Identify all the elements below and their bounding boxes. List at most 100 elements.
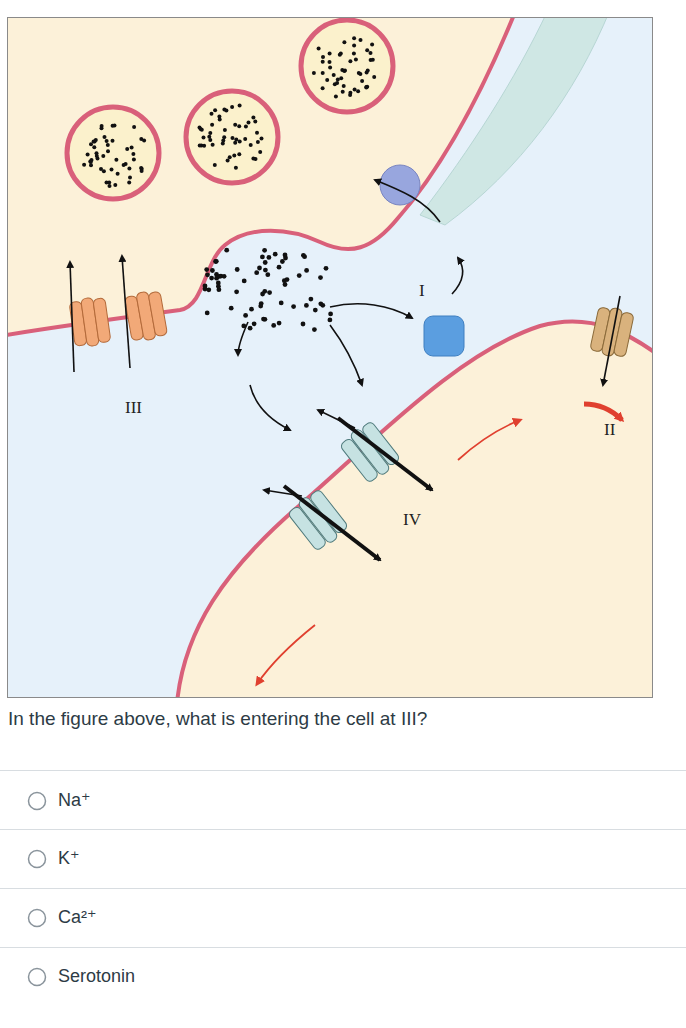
transmitter-dot xyxy=(356,89,360,93)
transmitter-dot xyxy=(224,248,229,253)
transmitter-dot xyxy=(238,103,242,107)
transmitter-dot xyxy=(218,118,222,122)
transmitter-dot xyxy=(318,275,323,280)
transmitter-dot xyxy=(348,91,352,95)
transmitter-dot xyxy=(309,297,314,302)
transmitter-dot xyxy=(320,303,325,308)
transmitter-dot xyxy=(335,81,339,85)
transmitter-dot xyxy=(364,85,368,89)
transmitter-dot xyxy=(262,248,267,253)
transmitter-dot xyxy=(223,128,227,132)
transmitter-dot xyxy=(267,290,272,295)
transmitter-dot xyxy=(280,259,285,264)
transmitter-dot xyxy=(127,167,131,171)
transmitter-dot xyxy=(365,48,369,52)
transmitter-dot xyxy=(328,318,333,323)
transmitter-dot xyxy=(341,90,345,94)
transmitter-dot xyxy=(221,138,225,142)
transmitter-dot xyxy=(222,274,227,279)
transmitter-dot xyxy=(352,51,356,55)
transmitter-dot xyxy=(131,152,135,156)
transmitter-dot xyxy=(203,284,208,289)
transmitter-dot xyxy=(233,123,237,127)
transmitter-dot xyxy=(321,71,325,75)
transmitter-dot xyxy=(125,147,129,151)
transmitter-dot xyxy=(214,259,219,264)
transmitter-dot xyxy=(132,157,136,161)
transmitter-dot xyxy=(237,152,241,156)
answer-option: Na⁺ xyxy=(58,790,91,812)
transmitter-dot xyxy=(339,76,343,80)
transmitter-dot xyxy=(213,259,218,264)
transmitter-dot xyxy=(324,266,329,271)
transmitter-dot xyxy=(128,176,132,180)
transmitter-dot xyxy=(230,105,234,109)
transmitter-dot xyxy=(130,146,134,150)
transmitter-dot xyxy=(263,260,268,265)
transmitter-dot xyxy=(242,279,247,284)
transmitter-dot xyxy=(210,112,214,116)
transmitter-dot xyxy=(228,155,232,159)
transmitter-dot xyxy=(116,172,120,176)
roman-numeral: II xyxy=(604,420,615,440)
transmitter-dot xyxy=(328,60,332,64)
transmitter-dot xyxy=(267,255,272,260)
transmitter-dot xyxy=(297,273,302,278)
transmitter-dot xyxy=(238,139,242,143)
transmitter-dot xyxy=(302,254,307,259)
transmitter-dot xyxy=(101,154,105,158)
transmitter-dot xyxy=(248,326,253,331)
transmitter-dot xyxy=(211,143,215,147)
transmitter-dot xyxy=(114,158,118,162)
transmitter-dot xyxy=(372,75,376,79)
transmitter-dot xyxy=(271,323,276,328)
transmitter-dot xyxy=(202,135,206,139)
transmitter-dot xyxy=(260,292,265,297)
transmitter-dot xyxy=(217,274,222,279)
transmitter-dot xyxy=(312,327,317,332)
transmitter-dot xyxy=(198,126,202,130)
transmitter-dot xyxy=(304,268,309,273)
transmitter-dot xyxy=(339,52,343,56)
transmitter-dot xyxy=(277,265,282,270)
transmitter-dot xyxy=(251,116,255,120)
transmitter-dot xyxy=(353,88,357,92)
transmitter-dot xyxy=(249,143,253,147)
transmitter-dot xyxy=(231,136,235,140)
transmitter-dot xyxy=(321,60,325,64)
transmitter-dot xyxy=(260,255,265,260)
transmitter-dot xyxy=(332,73,336,77)
transmitter-dot xyxy=(328,66,332,70)
roman-numeral: I xyxy=(419,281,425,301)
transmitter-dot xyxy=(334,94,338,98)
transmitter-dot xyxy=(106,143,110,147)
transmitter-dot xyxy=(204,267,209,272)
answer-option: Serotonin xyxy=(58,966,135,988)
transmitter-dot xyxy=(301,322,306,327)
transmitter-dot xyxy=(265,272,270,277)
transmitter-dot xyxy=(224,108,228,112)
transmitter-dot xyxy=(263,317,268,322)
answer-option: K⁺ xyxy=(58,848,80,870)
roman-numeral: IV xyxy=(403,510,421,530)
transmitter-dot xyxy=(234,166,238,170)
transmitter-dot xyxy=(111,124,115,128)
question-text: In the figure above, what is entering th… xyxy=(8,708,427,731)
transmitter-dot xyxy=(273,252,278,257)
transmitter-dot xyxy=(352,36,356,40)
transmitter-dot xyxy=(263,268,268,273)
transmitter-dot xyxy=(254,157,258,161)
transmitter-dot xyxy=(208,131,212,135)
transmitter-dot xyxy=(370,42,374,46)
transmitter-dot xyxy=(340,68,344,72)
transmitter-dot xyxy=(132,125,136,129)
transmitter-dot xyxy=(321,55,325,59)
transmitter-dot xyxy=(107,181,111,185)
transmitter-dot xyxy=(113,183,117,187)
transmitter-dot xyxy=(257,266,262,271)
transmitter-dot xyxy=(365,85,369,89)
transmitter-dot xyxy=(209,276,214,281)
transmitter-dot xyxy=(111,139,115,143)
transmitter-dot xyxy=(371,58,375,62)
transmitter-dot xyxy=(366,69,370,73)
